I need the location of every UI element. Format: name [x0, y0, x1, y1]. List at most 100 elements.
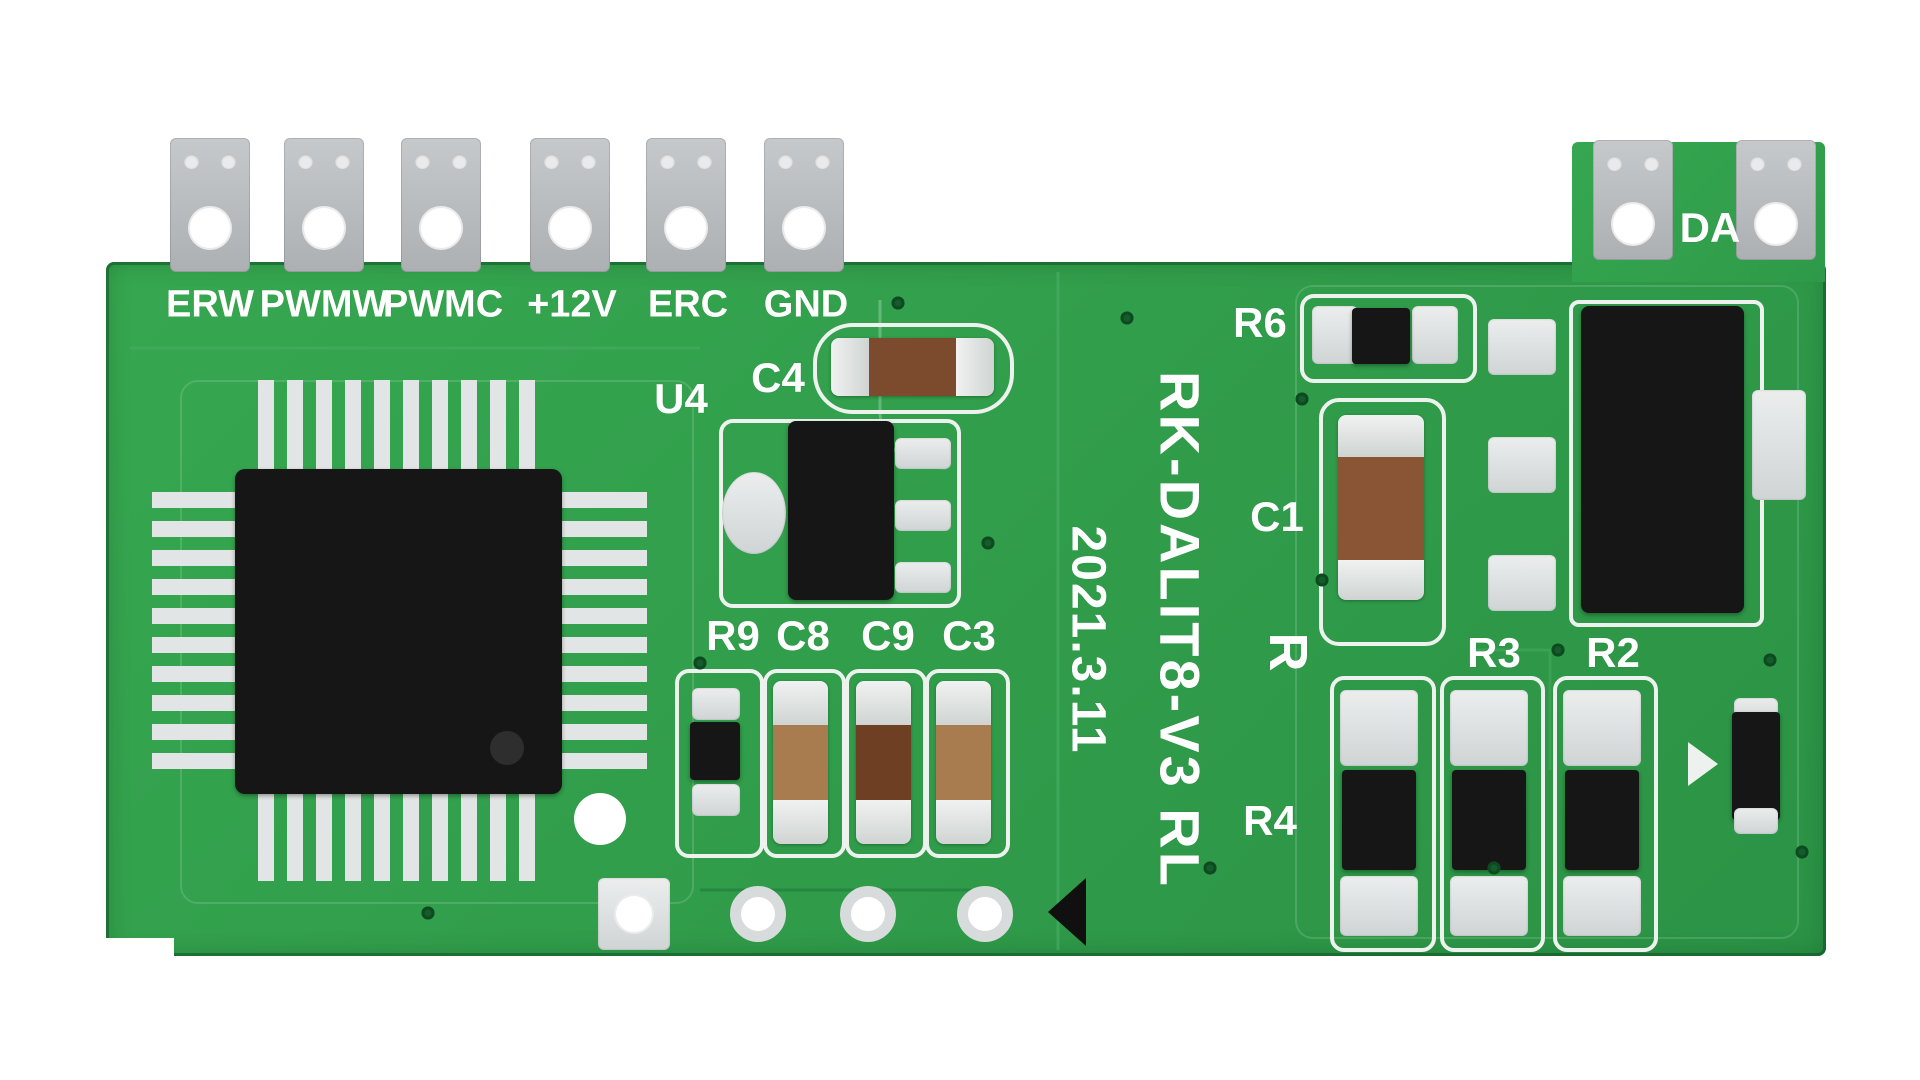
terminal-pin-hole [778, 154, 793, 169]
u4-chip-body [788, 421, 894, 600]
c8-outline [763, 669, 846, 858]
refdes-c9: C9 [861, 612, 915, 659]
c8-capacitor [773, 681, 828, 844]
c1-outline [1319, 398, 1446, 646]
r2-pad [1563, 690, 1641, 766]
via [421, 906, 435, 920]
via [693, 656, 707, 670]
c4-terminal [831, 338, 869, 396]
terminal-pin-hole [697, 154, 712, 169]
mount-hole [957, 886, 1013, 942]
terminal-pin-hole [1787, 156, 1802, 171]
terminal-erc [646, 138, 726, 272]
terminal-screw-hole [419, 206, 463, 250]
via [1795, 845, 1809, 859]
u4-solder-pad [722, 472, 786, 554]
terminal-pin-hole [544, 154, 559, 169]
via [1487, 861, 1501, 875]
refdes-r3: R3 [1467, 629, 1521, 676]
r4-resistor [1342, 770, 1416, 870]
c1-terminal [1338, 415, 1424, 457]
c4-terminal [956, 338, 994, 396]
c8-terminal [773, 681, 828, 725]
c9-terminal [856, 681, 911, 725]
terminal-screw-hole [188, 206, 232, 250]
u4-pad [895, 500, 951, 531]
c8-ceramic-body [773, 725, 828, 800]
terminal-label-erc: ERC [647, 283, 729, 326]
model-marking: RK-DALIT8-V3 RL [1148, 371, 1212, 889]
refdes-c8: C8 [776, 612, 830, 659]
via [891, 296, 905, 310]
terminal-screw-hole [302, 206, 346, 250]
regulator-tab-pad [1752, 390, 1806, 500]
terminal-label-12v: +12V [527, 283, 617, 326]
refdes-u4: U4 [654, 375, 708, 422]
terminal-label-erw: ERW [166, 283, 254, 326]
refdes-r6: R6 [1233, 299, 1287, 346]
small-component-pad [1734, 808, 1778, 834]
regulator-pad [1488, 319, 1556, 375]
refdes-c1: C1 [1250, 493, 1304, 540]
via [1315, 573, 1329, 587]
qfp-pin1-dot [490, 731, 524, 765]
mount-hole [840, 886, 896, 942]
via [981, 536, 995, 550]
refdes-r4: R4 [1243, 797, 1297, 844]
r9-pad [692, 688, 740, 720]
board-bottom-left-notch [100, 938, 174, 962]
terminal-screw-hole [1611, 202, 1655, 246]
terminal-erw [170, 138, 250, 272]
terminal-pin-hole [581, 154, 596, 169]
c3-terminal [936, 681, 991, 725]
u4-pad [895, 562, 951, 593]
c3-terminal [936, 800, 991, 844]
regulator-pad [1488, 437, 1556, 493]
mount-pad-square [598, 878, 670, 950]
small-component-body [1732, 712, 1780, 820]
terminal-da-2 [1736, 140, 1816, 260]
refdes-c4: C4 [751, 354, 805, 401]
round-solder-pad [574, 793, 626, 845]
c9-ceramic-body [856, 725, 911, 800]
r2-resistor [1565, 770, 1639, 870]
c1-ceramic-body [1338, 457, 1424, 560]
refdes-c3: C3 [942, 612, 996, 659]
r3-pad [1450, 876, 1528, 936]
terminal-label-da: DA [1679, 204, 1741, 251]
copper-pour-outline [1295, 285, 1799, 939]
terminal-pin-hole [184, 154, 199, 169]
qfp-pins-right [561, 492, 647, 775]
terminal-label-gnd: GND [763, 283, 849, 326]
c4-capacitor [831, 338, 994, 396]
panel-break-triangle [1048, 878, 1086, 946]
r3-resistor [1452, 770, 1526, 870]
r3-pad [1450, 690, 1528, 766]
via [1203, 861, 1217, 875]
regulator-pad [1488, 555, 1556, 611]
via [1120, 311, 1134, 325]
terminal-pin-hole [221, 154, 236, 169]
via [1763, 653, 1777, 667]
r6-pad [1412, 306, 1458, 364]
r4-pad [1340, 876, 1418, 936]
c8-terminal [773, 800, 828, 844]
terminal-pin-hole [1750, 156, 1765, 171]
terminal-da-1 [1593, 140, 1673, 260]
refdes-r2: R2 [1586, 629, 1640, 676]
via [1551, 643, 1565, 657]
date-marking: 2021.3.11 [1061, 525, 1115, 755]
r9-resistor [690, 722, 740, 780]
c9-capacitor [856, 681, 911, 844]
terminal-pin-hole [298, 154, 313, 169]
terminal-pin-hole [815, 154, 830, 169]
terminal-screw-hole [1754, 202, 1798, 246]
terminal-pin-hole [1607, 156, 1622, 171]
terminal-pwmc [401, 138, 481, 272]
r4-outline [1330, 676, 1436, 952]
terminal-screw-hole [548, 206, 592, 250]
polarity-arrow [1688, 742, 1718, 786]
terminal-pin-hole [452, 154, 467, 169]
c4-outline [813, 323, 1014, 414]
